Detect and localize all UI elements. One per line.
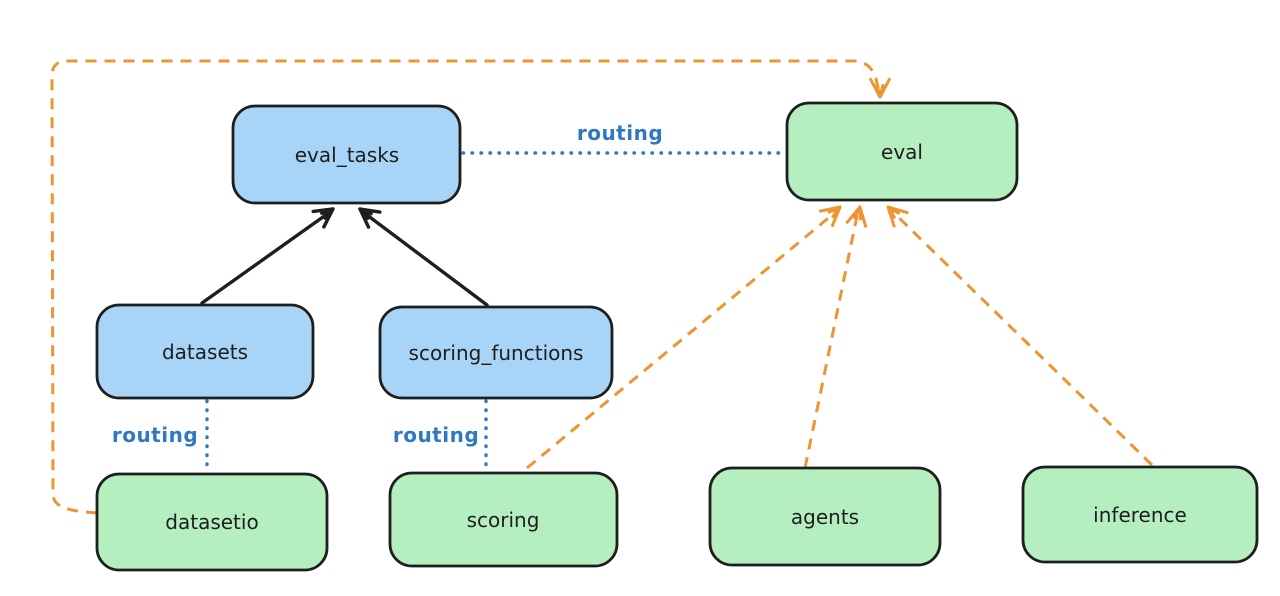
edge-agents-eval — [803, 210, 860, 469]
node-datasetio-box — [95, 472, 329, 572]
node-agents: agents — [708, 466, 942, 567]
arrowhead-inner-datasetio-eval — [875, 83, 885, 99]
node-eval-tasks-label: eval_tasks — [295, 143, 399, 167]
node-scoring-functions-label: scoring_functions — [409, 341, 584, 365]
edge-label-routing-mid: routing — [393, 423, 479, 447]
node-datasets-box — [95, 303, 315, 400]
node-inference-box — [1021, 465, 1259, 564]
node-agents-box — [708, 466, 942, 567]
node-datasetio-label: datasetio — [165, 510, 258, 534]
edge-label-routing-top: routing — [577, 121, 663, 145]
node-inference-label: inference — [1093, 503, 1187, 527]
edge-scoring-eval — [526, 208, 839, 470]
edge-labels-layer: routing routing routing — [112, 121, 663, 447]
node-datasets-label: datasets — [162, 340, 248, 364]
edge-scoring-functions-eval-tasks — [361, 210, 489, 307]
edge-datasetio-eval — [50, 59, 881, 515]
node-inference: inference — [1021, 465, 1259, 564]
node-eval-label: eval — [881, 140, 923, 164]
node-scoring-label: scoring — [467, 508, 540, 532]
edge-datasets-eval-tasks — [200, 210, 332, 305]
node-datasetio: datasetio — [95, 472, 329, 572]
nodes-layer: eval_tasks eval datasets scoring_functio… — [95, 101, 1259, 572]
arrowhead-inner-agents-eval — [853, 205, 862, 221]
edge-inference-eval — [889, 208, 1154, 467]
node-eval-tasks-box — [231, 104, 462, 205]
arrowhead-inner-inference-eval — [886, 205, 900, 219]
arrowhead-inner-scoring-eval — [827, 205, 842, 219]
node-eval-box — [785, 101, 1019, 202]
node-scoring-functions-box — [378, 305, 614, 400]
edge-label-routing-left: routing — [112, 423, 198, 447]
node-scoring-functions: scoring_functions — [378, 305, 614, 400]
arrowhead-inner-scoring-functions-eval-tasks — [358, 207, 373, 220]
node-scoring-box — [388, 471, 619, 568]
node-agents-label: agents — [791, 505, 859, 529]
node-eval: eval — [785, 101, 1019, 202]
node-scoring: scoring — [388, 471, 619, 568]
node-datasets: datasets — [95, 303, 315, 400]
edges-layer — [50, 59, 1154, 515]
node-eval-tasks: eval_tasks — [231, 104, 462, 205]
arrowhead-inner-datasets-eval-tasks — [320, 207, 335, 220]
